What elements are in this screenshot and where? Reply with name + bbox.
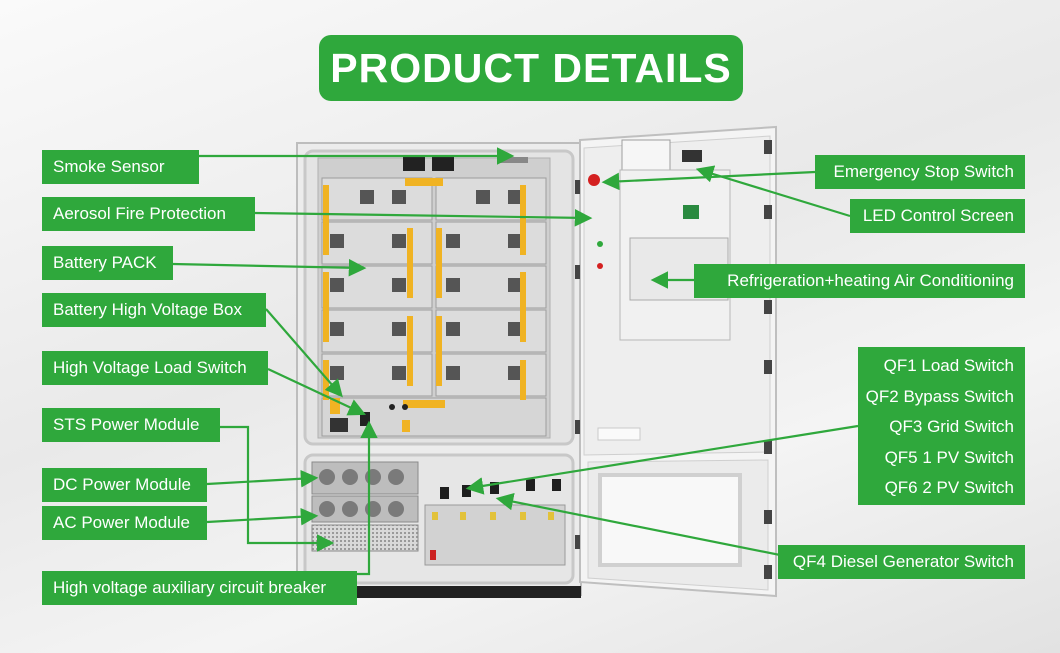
- page-title: PRODUCT DETAILS: [319, 35, 743, 101]
- label-qf6-2-pv-switch: QF6 2 PV Switch: [884, 478, 1014, 497]
- label-led-control-screen: LED Control Screen: [850, 199, 1025, 233]
- label-emergency-stop-switch: Emergency Stop Switch: [815, 155, 1025, 189]
- label-dc-power-module: DC Power Module: [42, 468, 207, 502]
- label-qf4-diesel-generator-switch: QF4 Diesel Generator Switch: [778, 545, 1025, 579]
- label-qf1-load-switch: QF1 Load Switch: [883, 356, 1014, 375]
- label-qf5-1-pv-switch: QF5 1 PV Switch: [884, 447, 1014, 467]
- qf-switch-list: QF1 Load Switch QF2 Bypass Switch QF3 Gr…: [858, 347, 1025, 505]
- label-qf2-bypass-switch: QF2 Bypass Switch: [865, 386, 1014, 406]
- label-battery-high-voltage-box: Battery High Voltage Box: [42, 293, 266, 327]
- label-smoke-sensor: Smoke Sensor: [42, 150, 199, 184]
- label-qf3-grid-switch: QF3 Grid Switch: [889, 417, 1014, 436]
- cabinet-base: [300, 586, 581, 598]
- label-sts-power-module: STS Power Module: [42, 408, 220, 442]
- battery-packs: [321, 177, 547, 437]
- label-refrigeration-heating-air-conditioning: Refrigeration+heating Air Conditioning: [694, 264, 1025, 298]
- label-high-voltage-load-switch: High Voltage Load Switch: [42, 351, 268, 385]
- label-ac-power-module: AC Power Module: [42, 506, 207, 540]
- emergency-stop-icon: [588, 174, 600, 186]
- label-aerosol-fire-protection: Aerosol Fire Protection: [42, 197, 255, 231]
- label-high-voltage-auxiliary-circuit-breaker: High voltage auxiliary circuit breaker: [42, 571, 357, 605]
- label-battery-pack: Battery PACK: [42, 246, 173, 280]
- callout-lines: [172, 147, 859, 576]
